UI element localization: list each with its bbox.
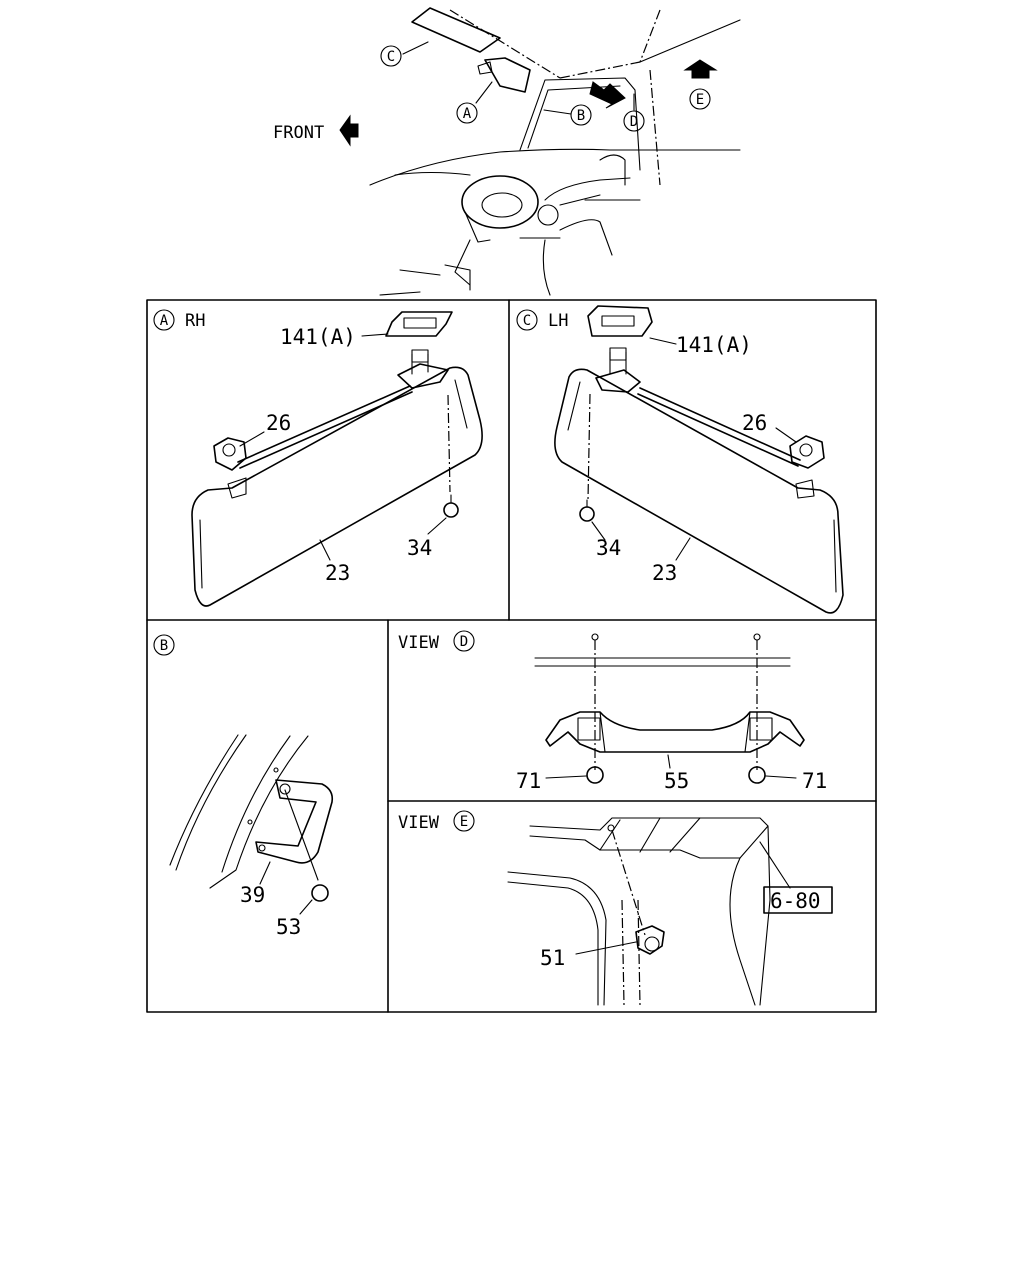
part-141a-lh-label: 141(A): [676, 333, 752, 357]
callout-d: D: [623, 110, 645, 132]
reference-6-80-label: 6-80: [770, 889, 821, 913]
svg-text:D: D: [630, 114, 638, 130]
part-141a-rh-label: 141(A): [280, 325, 356, 349]
part-53-label: 53: [276, 915, 301, 939]
svg-text:VIEW: VIEW: [398, 813, 440, 833]
reference-box-6-80: [763, 886, 833, 914]
view-e-arrow-icon: [683, 59, 718, 79]
assist-grip-55: [545, 711, 805, 753]
svg-text:A: A: [463, 106, 472, 122]
part-51-label: 51: [540, 946, 565, 970]
svg-text:B: B: [160, 638, 168, 654]
svg-text:VIEW: VIEW: [398, 633, 440, 653]
part-34-lh-label: 34: [596, 536, 621, 560]
svg-text:LH: LH: [548, 311, 568, 331]
part-71-right-label: 71: [802, 769, 827, 793]
svg-text:D: D: [460, 634, 468, 650]
panel-d: VIEW D 71 55 71: [398, 630, 827, 793]
view-d-arrow-icon: [589, 81, 626, 109]
panel-c-lh: C LH 141(A) 26 23 34: [516, 305, 844, 614]
panel-frames: [146, 299, 877, 1013]
panel-b-title: B: [153, 634, 175, 656]
sun-visor-rh: [191, 366, 483, 607]
cab-overview: FRONT C A B D E: [273, 7, 741, 296]
part-23-rh-label: 23: [325, 561, 350, 585]
panel-c-title: C LH: [516, 309, 568, 331]
screw-53: [311, 884, 329, 902]
sun-visor-lh: [554, 368, 844, 614]
visor-cover-rh: [385, 311, 453, 337]
part-39-label: 39: [240, 883, 265, 907]
visor-holder-lh: [789, 435, 825, 469]
svg-text:E: E: [696, 92, 704, 108]
clip-51: [635, 925, 665, 955]
panel-a-title: A RH: [153, 309, 205, 331]
panel-e-title: VIEW E: [398, 810, 475, 833]
svg-text:C: C: [387, 49, 395, 65]
panel-d-title: VIEW D: [398, 630, 475, 653]
part-34-rh-label: 34: [407, 536, 432, 560]
visor-holder-rh: [213, 437, 247, 471]
part-26-lh-label: 26: [742, 411, 767, 435]
svg-text:E: E: [460, 814, 468, 830]
visor-hinge-rh: [397, 363, 449, 389]
part-55-label: 55: [664, 769, 689, 793]
callout-c: C: [380, 45, 402, 67]
callout-e: E: [689, 88, 711, 110]
visor-cover-lh: [587, 305, 653, 337]
svg-text:A: A: [160, 313, 169, 329]
callout-a: A: [456, 102, 478, 124]
part-71-left-label: 71: [516, 769, 541, 793]
front-arrow-icon: [339, 114, 359, 147]
screw-71-right: [748, 766, 766, 784]
svg-text:RH: RH: [185, 311, 205, 331]
visor-hinge-lh: [595, 369, 641, 393]
panel-a-rh: A RH 141(A) 26 23 34: [153, 309, 483, 607]
panel-b: B 39 53: [153, 634, 334, 939]
screw-71-left: [586, 766, 604, 784]
svg-text:B: B: [577, 108, 585, 124]
part-26-rh-label: 26: [266, 411, 291, 435]
callout-b: B: [570, 104, 592, 126]
panel-e: VIEW E 51 6-80: [398, 810, 833, 1006]
part-23-lh-label: 23: [652, 561, 677, 585]
bracket-39: [255, 779, 334, 864]
front-label: FRONT: [273, 123, 324, 143]
svg-text:C: C: [523, 313, 531, 329]
